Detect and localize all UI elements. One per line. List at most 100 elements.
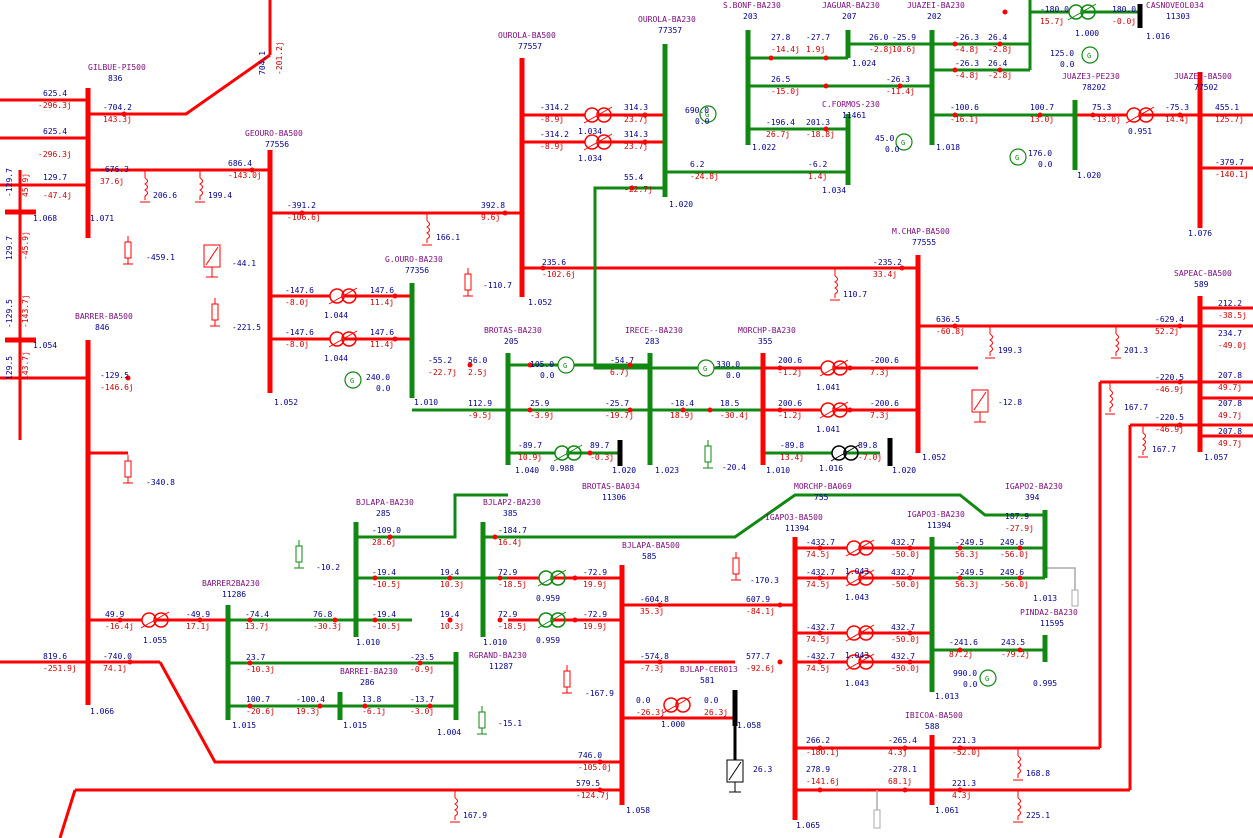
flow-arrow <box>387 534 393 540</box>
flow-mvar: -18.8j <box>806 130 835 139</box>
flow-mvar: -13.0j <box>1092 115 1121 124</box>
flow-arrow <box>957 647 963 653</box>
flow-mw: -249.5 <box>955 568 984 577</box>
flow-arrow <box>447 575 453 581</box>
flow-mvar: -46.9j <box>1155 425 1184 434</box>
vertical-value: 143.7j <box>21 351 30 380</box>
flow-mw: -574.8 <box>640 652 669 661</box>
tap-ratio: 1.055 <box>143 636 167 645</box>
bus-voltage: 1.004 <box>437 728 461 737</box>
gen-mw: 240.0 <box>366 373 390 382</box>
flow-mvar: -10.3j <box>246 665 275 674</box>
flow-mw: -184.7 <box>498 526 527 535</box>
gen-mw: 125.0 <box>1050 49 1074 58</box>
bus-name: BARREI-BA230 <box>340 667 398 676</box>
flow-mvar: 49.7j <box>1218 439 1242 448</box>
flow-mvar: -16.4j <box>105 622 134 631</box>
generator-icon <box>1081 46 1099 64</box>
flow-mw: 200.6 <box>778 356 802 365</box>
flow-arrow <box>197 617 203 623</box>
bus-voltage: 1.013 <box>1033 594 1057 603</box>
bus-number: 77556 <box>265 140 289 149</box>
bus-number: 581 <box>700 676 715 685</box>
gen-mvar: 0.0 <box>963 680 978 689</box>
bus-number: 11286 <box>222 590 246 599</box>
bus-name: CASNOVEOL034 <box>1146 1 1204 10</box>
tap-ratio: 1.043 <box>845 593 869 602</box>
reactor-icon <box>1017 797 1021 820</box>
flow-mw: -241.6 <box>949 638 978 647</box>
flow-arrow <box>447 617 453 623</box>
flow-mvar: 4.3j <box>952 791 971 800</box>
tap-ratio: 1.000 <box>1075 29 1099 38</box>
bus-voltage: 1.066 <box>90 707 114 716</box>
flow-arrow <box>527 407 533 413</box>
vertical-value: -45.9j <box>21 231 30 260</box>
flow-mvar: -4.8j <box>955 71 979 80</box>
bus-name: BROTAS-BA230 <box>484 326 542 335</box>
flow-arrow <box>299 210 305 216</box>
flow-mw: -379.7 <box>1215 158 1244 167</box>
tap-arrow-icon <box>553 444 583 462</box>
flow-mvar: -10.5j <box>372 580 401 589</box>
flow-mvar: -106.6j <box>287 213 321 222</box>
line <box>483 493 1045 539</box>
tap-arrow-icon <box>830 444 860 462</box>
tap-ratio: 0.951 <box>1128 127 1152 136</box>
flow-mvar: -38.5j <box>1218 311 1247 320</box>
flow-mw: 180.0 <box>1112 5 1136 14</box>
flow-mw: -147.6 <box>285 328 314 337</box>
flow-arrow <box>957 545 963 551</box>
flow-mw: 19.4 <box>440 568 459 577</box>
bus-name: MORCHP-BA069 <box>794 482 852 491</box>
flow-mvar: 37.6j <box>100 177 124 186</box>
shunt-value: 168.8 <box>1026 769 1050 778</box>
flow-mvar: -15.0j <box>771 87 800 96</box>
flow-mw: -220.5 <box>1155 373 1184 382</box>
flow-mvar: -0.3j <box>590 453 614 462</box>
flow-mvar: -16.1j <box>950 115 979 124</box>
flow-arrow <box>540 265 546 271</box>
flow-mw: 100.7 <box>1030 103 1054 112</box>
bus-voltage: 1.010 <box>766 466 790 475</box>
flow-arrow <box>587 450 593 456</box>
flow-mvar: 33.4j <box>873 270 897 279</box>
flow-arrow <box>768 55 774 61</box>
shunt-value: -167.9 <box>585 689 614 698</box>
bus-number: 11394 <box>927 521 951 530</box>
flow-arrow <box>492 534 498 540</box>
flow-arrow <box>121 111 127 117</box>
tap-ratio: 0.959 <box>536 636 560 645</box>
gen-mvar: 0.0 <box>695 117 710 126</box>
generator-icon <box>699 105 717 123</box>
flow-mvar: -56.0j <box>1000 550 1029 559</box>
flow-arrow <box>127 659 133 665</box>
reactor-icon <box>1017 755 1021 778</box>
gen-mvar: 0.0 <box>1060 60 1075 69</box>
flow-mvar: -296.3j <box>38 101 72 110</box>
tap-ratio: 1.016 <box>819 464 843 473</box>
capacitor-icon <box>295 545 303 563</box>
bus-voltage: 1.052 <box>274 398 298 407</box>
flow-mw: 243.5 <box>1001 638 1025 647</box>
flow-mvar: -3.9j <box>530 411 554 420</box>
shunt-value: 166.1 <box>436 233 460 242</box>
capacitor-icon <box>704 445 712 463</box>
tap-ratio: 1.043 <box>845 567 869 576</box>
flow-mw: -249.5 <box>955 538 984 547</box>
flow-mw: 686.4 <box>228 159 252 168</box>
bus-number: 77356 <box>405 266 429 275</box>
flow-arrow <box>897 83 903 89</box>
generator-icon: G <box>563 362 567 370</box>
tap-ratio: 1.043 <box>845 679 869 688</box>
flow-mw: -180.0 <box>1040 5 1069 14</box>
shunt-value: -110.7 <box>483 281 512 290</box>
flow-mvar: -8.9j <box>540 142 564 151</box>
flow-mvar: 19.9j <box>583 622 607 631</box>
bus-voltage: 1.071 <box>90 214 114 223</box>
flow-mw: 26.0 <box>869 33 888 42</box>
bus-name: IGAPO3-BA230 <box>907 510 965 519</box>
flow-mw: -676.3 <box>100 165 129 174</box>
text-labels: GILBUE-PI5008361.071GEOURO-BA500775561.0… <box>5 1 1249 830</box>
flow-arrow <box>817 630 823 636</box>
